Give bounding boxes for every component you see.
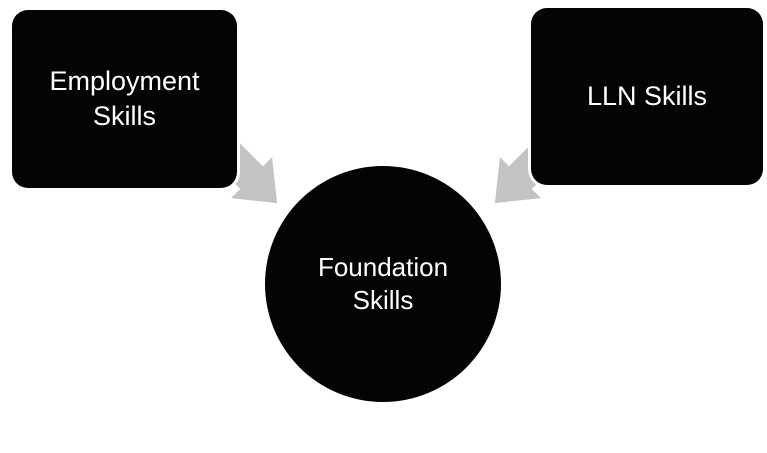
node-lln-skills: LLN Skills xyxy=(531,8,763,185)
node-employment-skills-label: Employment Skills xyxy=(49,66,200,131)
node-foundation-skills: Foundation Skills xyxy=(265,166,501,402)
node-foundation-skills-label: Foundation Skills xyxy=(317,251,449,315)
node-employment-skills: Employment Skills xyxy=(12,10,237,188)
node-lln-skills-label: LLN Skills xyxy=(586,81,708,112)
